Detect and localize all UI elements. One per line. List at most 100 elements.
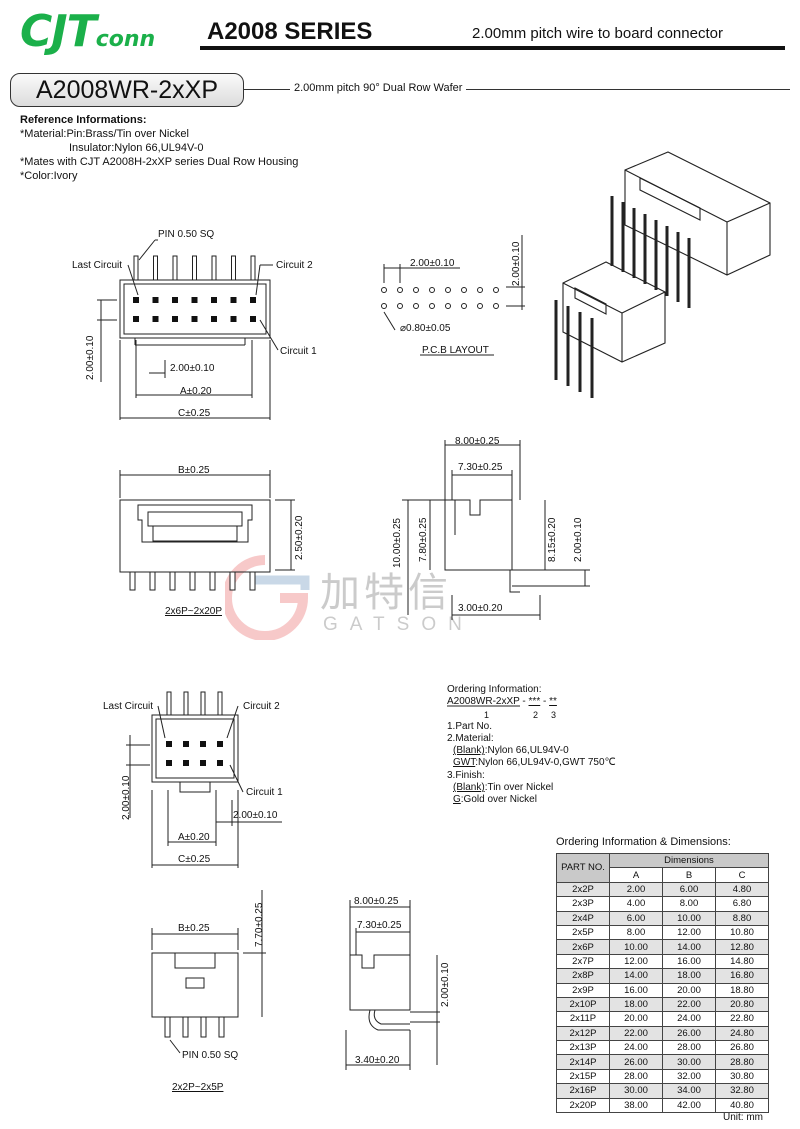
pin-square — [183, 760, 189, 766]
pcb-hole — [461, 287, 467, 293]
iso-pins — [554, 196, 691, 398]
pin-square — [183, 741, 189, 747]
dimension-cell: 8.80 — [715, 910, 769, 926]
pcb-pitch-h-label: 2.00±0.10 — [410, 258, 455, 269]
small-side-800-label: 8.00±0.25 — [354, 896, 399, 907]
dimension-cell: 30.00 — [662, 1054, 716, 1070]
dimension-cell: 38.00 — [609, 1097, 663, 1114]
pcb-hole — [493, 287, 499, 293]
part-no-cell: 2x8P — [556, 968, 610, 984]
pcb-hole — [397, 287, 403, 293]
pcb-hole — [461, 303, 467, 309]
column-header: A — [609, 867, 663, 883]
dimension-cell: 22.00 — [662, 996, 716, 1013]
dimension-cell: 28.80 — [715, 1054, 769, 1070]
pcb-hole-label: ⌀0.80±0.05 — [400, 323, 451, 334]
pin-tail — [200, 691, 206, 716]
pin-leg — [200, 1016, 207, 1038]
part-no-cell: 2x14P — [556, 1054, 610, 1070]
dimension-cell: 16.00 — [662, 953, 716, 970]
pin-row — [166, 691, 223, 766]
pin-tail — [166, 691, 172, 716]
small-770-label: 7.70±0.25 — [254, 902, 265, 947]
unit-label: Unit: mm — [723, 1112, 763, 1123]
dimension-cell: 24.00 — [609, 1040, 663, 1056]
top-view-large — [97, 239, 279, 420]
column-header: B — [662, 867, 716, 883]
last-circuit-small-label: Last Circuit — [103, 701, 154, 712]
dim-c-small-label: C±0.25 — [178, 854, 211, 865]
ordering-title: Ordering Information: — [447, 684, 542, 695]
dim-a-label: A±0.20 — [180, 386, 212, 397]
dimension-cell: 22.80 — [715, 1011, 769, 1027]
pin-leg — [218, 1016, 225, 1038]
part-no-cell: 2x7P — [556, 953, 610, 970]
isometric-connector-views — [554, 151, 771, 398]
cjt-logo: CJTconn — [20, 8, 155, 64]
dimension-cell: 10.00 — [662, 910, 716, 926]
last-circuit-label: Last Circuit — [72, 260, 123, 271]
dimension-cell: 32.00 — [662, 1068, 716, 1085]
pcb-hole — [477, 303, 483, 309]
circuit2-label: Circuit 2 — [276, 260, 313, 271]
pitch-v-small-label: 2.00±0.10 — [121, 775, 132, 820]
pcb-hole — [429, 303, 435, 309]
dimension-cell: 30.80 — [715, 1068, 769, 1085]
pin-row — [133, 255, 256, 322]
ordering-line: 3.Finish: — [447, 769, 485, 781]
pin-square — [211, 297, 217, 303]
dimension-cell: 6.80 — [715, 896, 769, 912]
pin-square — [211, 316, 217, 322]
part-no-cell: 2x11P — [556, 1011, 610, 1027]
logo-sub: conn — [95, 27, 156, 52]
pitch-h-small-label: 2.00±0.10 — [233, 810, 278, 821]
pin-leg — [164, 1016, 171, 1038]
top-view-small — [126, 691, 282, 868]
small-340-label: 3.40±0.20 — [355, 1055, 400, 1066]
pin-leg — [129, 571, 136, 591]
dimension-cell: 34.00 — [662, 1083, 716, 1099]
part-no-cell: 2x9P — [556, 982, 610, 998]
dimension-cell: 20.00 — [609, 1011, 663, 1027]
pcb-hole — [429, 287, 435, 293]
circuit1-label: Circuit 1 — [280, 346, 317, 357]
ordering-code: A2008WR-2xXP - *** - ** — [447, 696, 557, 708]
reference-line: *Color:Ivory — [20, 170, 78, 182]
pcb-hole — [445, 303, 451, 309]
pcb-hole — [413, 287, 419, 293]
pcb-pitch-v-label: 2.00±0.10 — [511, 241, 522, 286]
pin-leg — [189, 571, 196, 591]
dimension-cell: 10.00 — [609, 939, 663, 955]
pin-tail — [183, 691, 189, 716]
dimension-cell: 14.00 — [609, 968, 663, 984]
pin-tail — [133, 255, 139, 281]
side-780-label: 7.80±0.25 — [418, 517, 429, 562]
part-no-cell: 2x4P — [556, 910, 610, 926]
pin-square — [172, 316, 178, 322]
dimension-cell: 26.00 — [662, 1025, 716, 1042]
pin-row — [164, 1016, 225, 1038]
dim-b-label: B±0.25 — [178, 465, 210, 476]
range-small-label: 2x2P~2x5P — [172, 1082, 224, 1093]
pin-tail — [172, 255, 178, 281]
side-815-label: 8.15±0.20 — [547, 517, 558, 562]
part-number-box: A2008WR-2xXP — [10, 73, 244, 107]
pin-square — [250, 316, 256, 322]
reference-line: *Mates with CJT A2008H-2xXP series Dual … — [20, 156, 299, 168]
dimension-cell: 18.00 — [609, 996, 663, 1013]
ordering-line: 2.Material: — [447, 732, 494, 744]
series-title: A2008 SERIES — [207, 18, 373, 45]
dimension-cell: 24.80 — [715, 1025, 769, 1042]
